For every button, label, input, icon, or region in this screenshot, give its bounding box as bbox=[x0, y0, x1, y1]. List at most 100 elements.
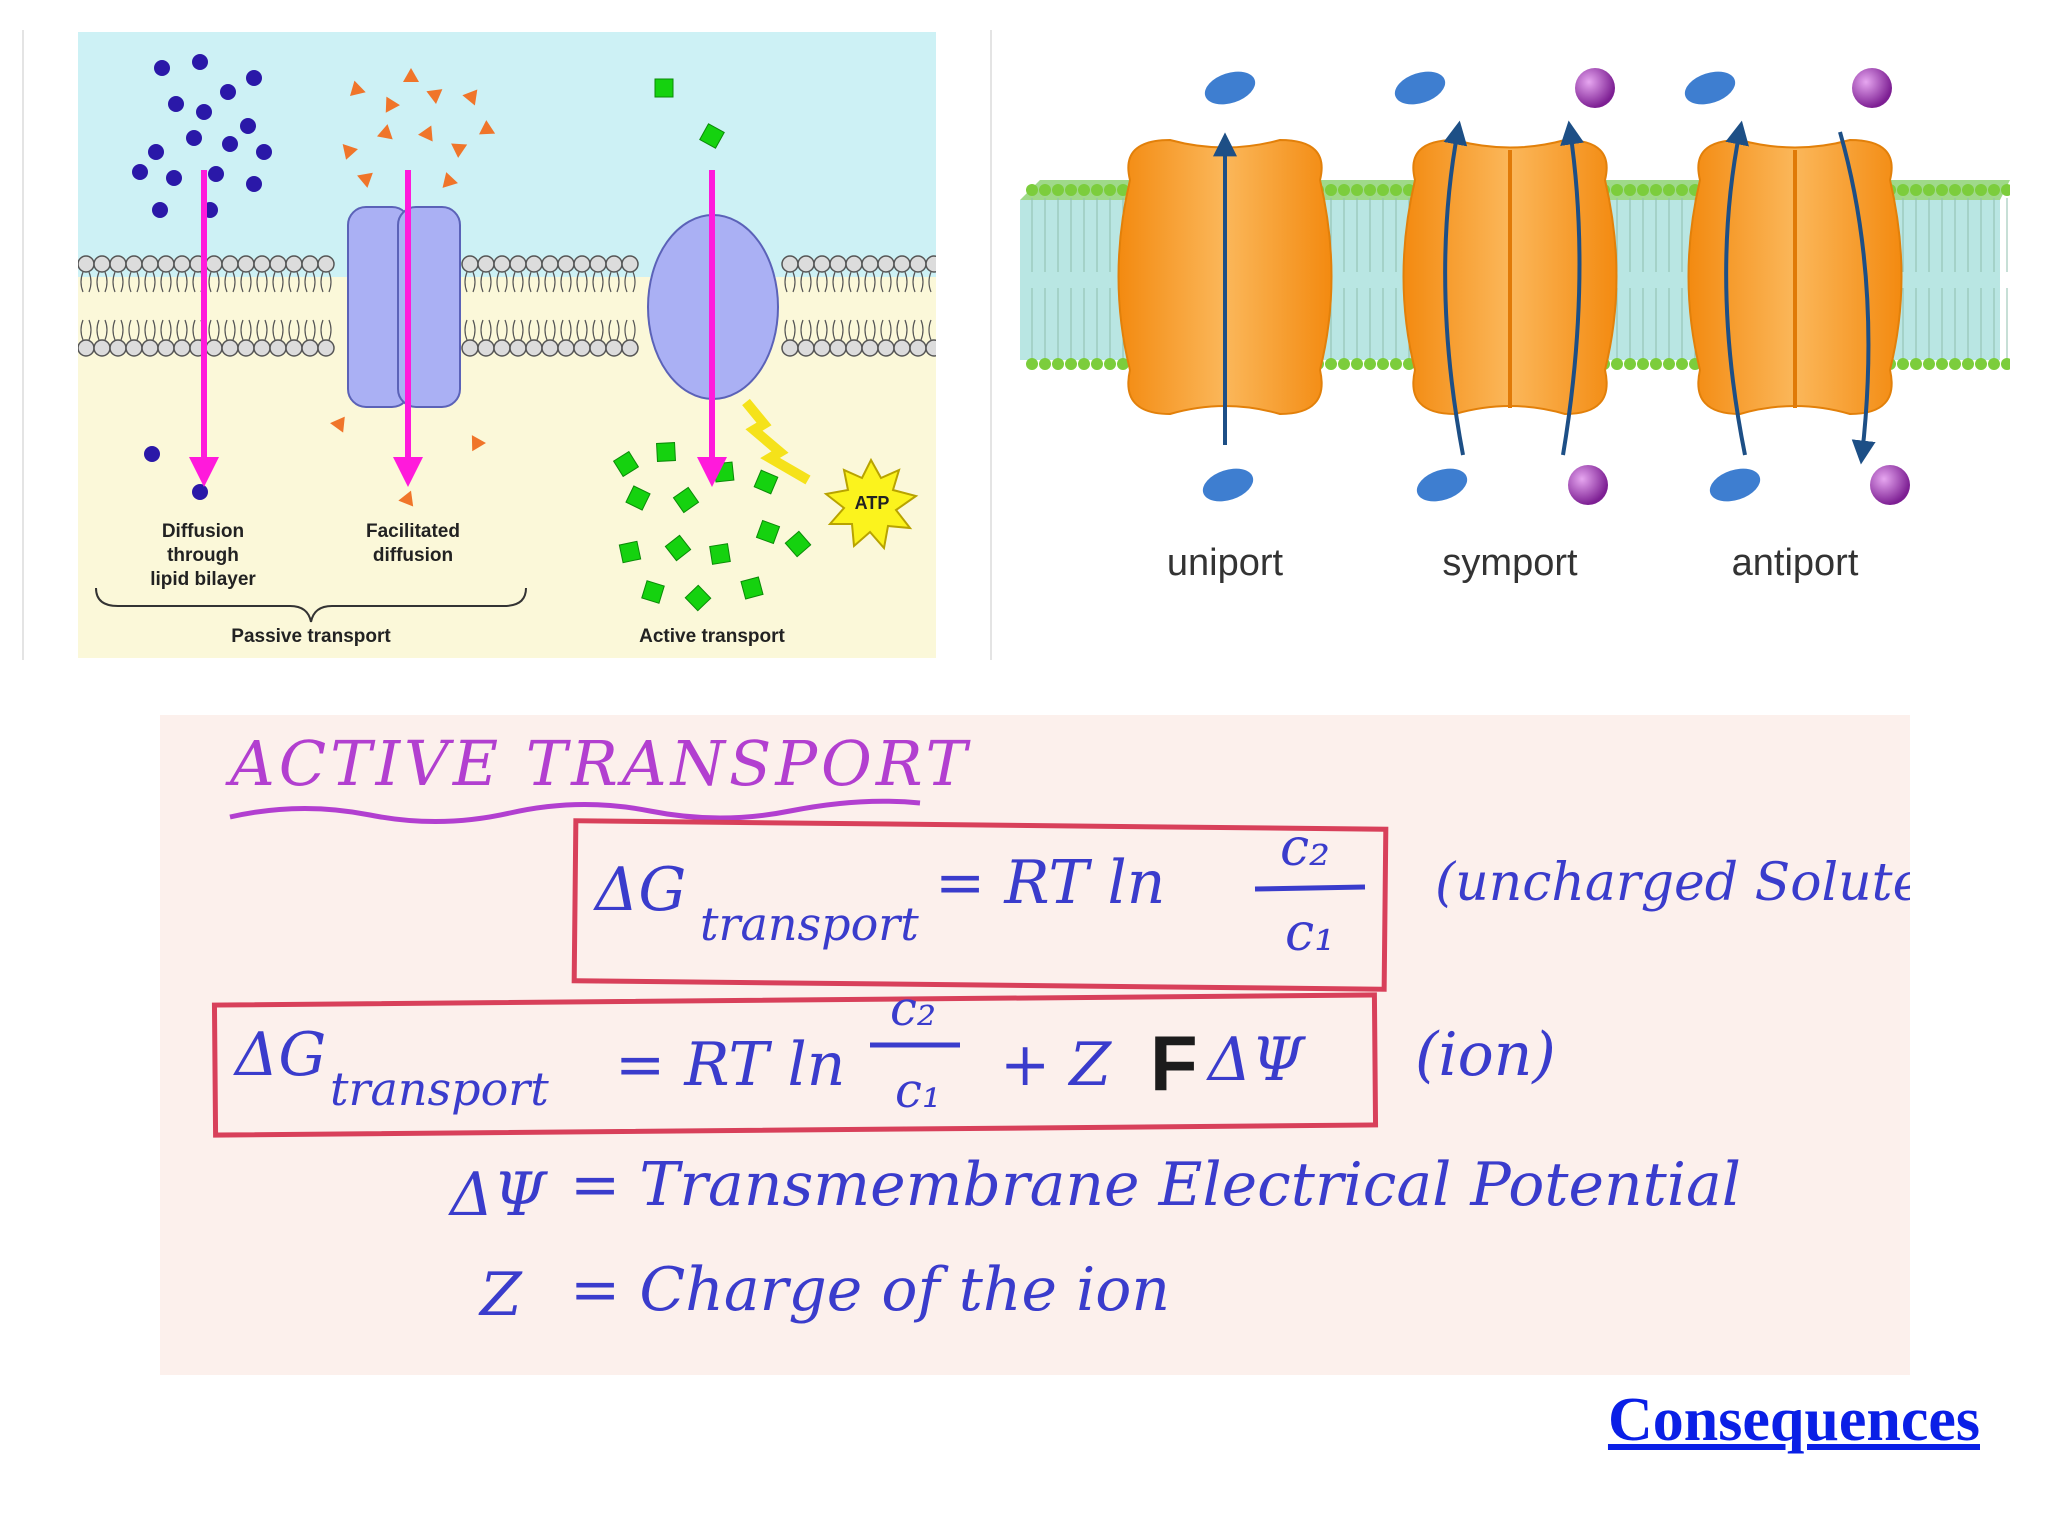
lipid-tail bbox=[144, 271, 156, 293]
lipid-head bbox=[893, 255, 911, 273]
lipid-tail bbox=[848, 271, 860, 293]
atp-burst-icon bbox=[823, 457, 919, 551]
membrane-transport-diagram: ATP Diffusion through lipid bilayer Faci… bbox=[77, 32, 943, 658]
lipid-head bbox=[541, 339, 559, 357]
solute-square bbox=[699, 123, 725, 149]
lipid-head bbox=[1611, 184, 1623, 196]
lipid-head bbox=[1923, 184, 1935, 196]
lipid-head bbox=[1949, 358, 1961, 370]
lipid-head bbox=[909, 255, 927, 273]
lipid-head bbox=[1650, 184, 1662, 196]
lipid-head bbox=[813, 339, 831, 357]
small-molecule bbox=[166, 170, 182, 186]
lipid-tail bbox=[496, 319, 508, 341]
lipid-head bbox=[1039, 358, 1051, 370]
lipid-head bbox=[77, 255, 95, 273]
solute-blue bbox=[1394, 71, 1446, 105]
lipid-tail bbox=[560, 271, 572, 293]
solute-triangle bbox=[385, 96, 400, 113]
lipid-head bbox=[557, 255, 575, 273]
lipid-tail bbox=[288, 319, 300, 341]
lipid-tail bbox=[96, 271, 108, 293]
small-molecule bbox=[186, 130, 202, 146]
passive-brace bbox=[95, 587, 527, 623]
lipid-tail bbox=[224, 271, 236, 293]
lipid-tail bbox=[912, 319, 924, 341]
lipid-tail bbox=[512, 319, 524, 341]
lipid-head bbox=[1338, 184, 1350, 196]
lipid-head bbox=[781, 339, 799, 357]
lipid-head bbox=[173, 255, 191, 273]
lipid-tail bbox=[304, 271, 316, 293]
lipid-tail bbox=[256, 271, 268, 293]
equation-box-2 bbox=[211, 992, 1379, 1138]
lipid-head bbox=[125, 255, 143, 273]
lipid-head bbox=[1117, 358, 1129, 370]
solute-square bbox=[612, 450, 640, 478]
atp-label: ATP bbox=[855, 493, 890, 513]
lipid-tail bbox=[144, 319, 156, 341]
lipid-head bbox=[1975, 358, 1987, 370]
lipid-tail bbox=[848, 319, 860, 341]
lipid-tail bbox=[480, 271, 492, 293]
lipid-head bbox=[605, 339, 623, 357]
lipid-tail bbox=[896, 271, 908, 293]
lipid-head bbox=[2001, 358, 2013, 370]
eq1-lhs: ΔG bbox=[593, 855, 686, 925]
lipid-head bbox=[109, 255, 127, 273]
channel-protein bbox=[347, 206, 461, 408]
eq2-potential: ΔΨ bbox=[1206, 1025, 1306, 1095]
lipid-tail bbox=[528, 271, 540, 293]
lipid-tail bbox=[128, 319, 140, 341]
lipid-tail bbox=[560, 319, 572, 341]
symport-arrow-b bbox=[1560, 120, 1584, 456]
left-divider bbox=[22, 30, 24, 660]
lipid-head bbox=[845, 255, 863, 273]
lipid-head bbox=[509, 255, 527, 273]
eq1-fraction-bar bbox=[1254, 884, 1366, 892]
notes-title: ACTIVE TRANSPORT bbox=[225, 727, 971, 800]
carrier-types-diagram: uniport symport antiport bbox=[1010, 40, 2013, 620]
solute-square bbox=[625, 485, 651, 511]
lipid-tail bbox=[208, 319, 220, 341]
lipid-head bbox=[525, 339, 543, 357]
lipid-tail bbox=[832, 271, 844, 293]
lipid-head bbox=[1078, 184, 1090, 196]
consequences-link[interactable]: Consequences bbox=[1607, 1386, 1980, 1454]
facilitated-label-line-1: Facilitated bbox=[366, 521, 460, 542]
small-molecule bbox=[192, 54, 208, 70]
lipid-head bbox=[573, 255, 591, 273]
lipid-head bbox=[909, 339, 927, 357]
lipid-tail bbox=[832, 319, 844, 341]
solute-blue bbox=[1416, 468, 1468, 502]
solute-triangle bbox=[471, 435, 486, 452]
solute-triangle bbox=[479, 120, 496, 135]
small-molecule bbox=[222, 136, 238, 152]
solute-purple bbox=[1575, 68, 1615, 108]
eq1-numerator: c₂ bbox=[1280, 818, 1330, 878]
diffusion-label-line-1: Diffusion bbox=[162, 521, 244, 542]
solute-triangle bbox=[442, 172, 458, 188]
lipid-tail bbox=[496, 271, 508, 293]
lipid-head bbox=[1052, 358, 1064, 370]
lipid-tail bbox=[912, 271, 924, 293]
lipid-tail bbox=[608, 319, 620, 341]
lipid-head bbox=[285, 255, 303, 273]
lipid-tail bbox=[176, 271, 188, 293]
lipid-head bbox=[829, 339, 847, 357]
small-molecule bbox=[208, 166, 224, 182]
lipid-tail bbox=[320, 319, 332, 341]
lipid-tail bbox=[272, 319, 284, 341]
small-molecule bbox=[240, 118, 256, 134]
lipid-tail bbox=[528, 319, 540, 341]
lipid-head bbox=[1897, 184, 1909, 196]
small-molecule bbox=[246, 70, 262, 86]
lipid-head bbox=[877, 255, 895, 273]
lipid-head bbox=[813, 255, 831, 273]
lipid-tail bbox=[512, 271, 524, 293]
title-underline bbox=[229, 798, 921, 824]
lipid-tail bbox=[160, 271, 172, 293]
lipid-head bbox=[1637, 358, 1649, 370]
lipid-head bbox=[93, 339, 111, 357]
lipid-head bbox=[1390, 358, 1402, 370]
